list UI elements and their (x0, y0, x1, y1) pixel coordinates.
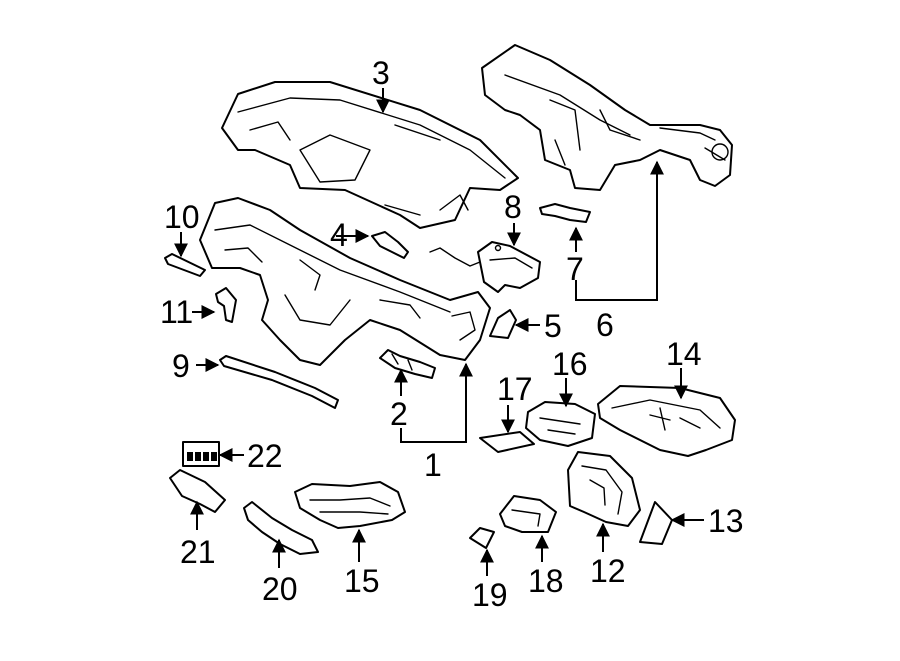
callout-19: 19 (472, 577, 508, 613)
part-9-molding[interactable] (219, 355, 339, 409)
callout-21: 21 (180, 534, 216, 570)
part-6-steering-support-beam[interactable] (481, 44, 733, 191)
part-14-airbag-module[interactable] (597, 385, 736, 457)
callout-6: 6 (596, 307, 614, 343)
callout-17: 17 (497, 371, 533, 407)
callout-11: 11 (160, 294, 193, 330)
callout-16: 16 (552, 346, 588, 382)
callout-8: 8 (504, 189, 522, 225)
callout-1: 1 (424, 447, 442, 483)
part-20-lower-cover[interactable] (243, 501, 319, 555)
callout-4: 4 (330, 217, 348, 253)
callout-18: 18 (528, 563, 564, 599)
part-21-trim[interactable] (169, 469, 226, 513)
callout-5: 5 (544, 308, 562, 344)
part-22-switch-panel[interactable] (182, 441, 220, 467)
part-18-switch-housing[interactable] (499, 495, 557, 533)
callout-2: 2 (390, 396, 408, 432)
part-12-glove-box[interactable] (567, 451, 641, 527)
callout-9: 9 (172, 348, 190, 384)
part-2-bracket[interactable] (379, 349, 436, 379)
part-13-side-panel[interactable] (639, 501, 673, 545)
callout-labels: 3 4 8 7 6 10 11 5 9 2 1 14 16 17 22 12 1… (160, 55, 744, 613)
part-15-knee-bolster[interactable] (294, 481, 406, 529)
part-19-bezel[interactable] (469, 527, 495, 549)
part-3-instrument-panel-upper[interactable] (221, 81, 519, 229)
callout-10: 10 (164, 199, 200, 235)
part-4-bracket[interactable] (371, 231, 409, 259)
part-11-bracket[interactable] (215, 287, 237, 323)
part-17-trim-plate[interactable] (479, 431, 535, 453)
callout-7: 7 (566, 251, 584, 287)
callout-15: 15 (344, 563, 380, 599)
callout-14: 14 (666, 336, 702, 372)
part-8-bracket[interactable] (429, 241, 541, 293)
part-1-instrument-panel-frame[interactable] (199, 197, 491, 366)
part-10-trim[interactable] (164, 253, 206, 277)
leader-lines (174, 88, 704, 576)
callout-20: 20 (262, 571, 298, 607)
part-5-end-cap[interactable] (489, 309, 517, 339)
callout-12: 12 (590, 553, 626, 589)
callout-22: 22 (247, 438, 283, 474)
part-7-bracket[interactable] (539, 203, 591, 223)
callout-3: 3 (372, 55, 390, 91)
part-16-glove-box-housing[interactable] (525, 401, 596, 447)
callout-13: 13 (708, 503, 744, 539)
